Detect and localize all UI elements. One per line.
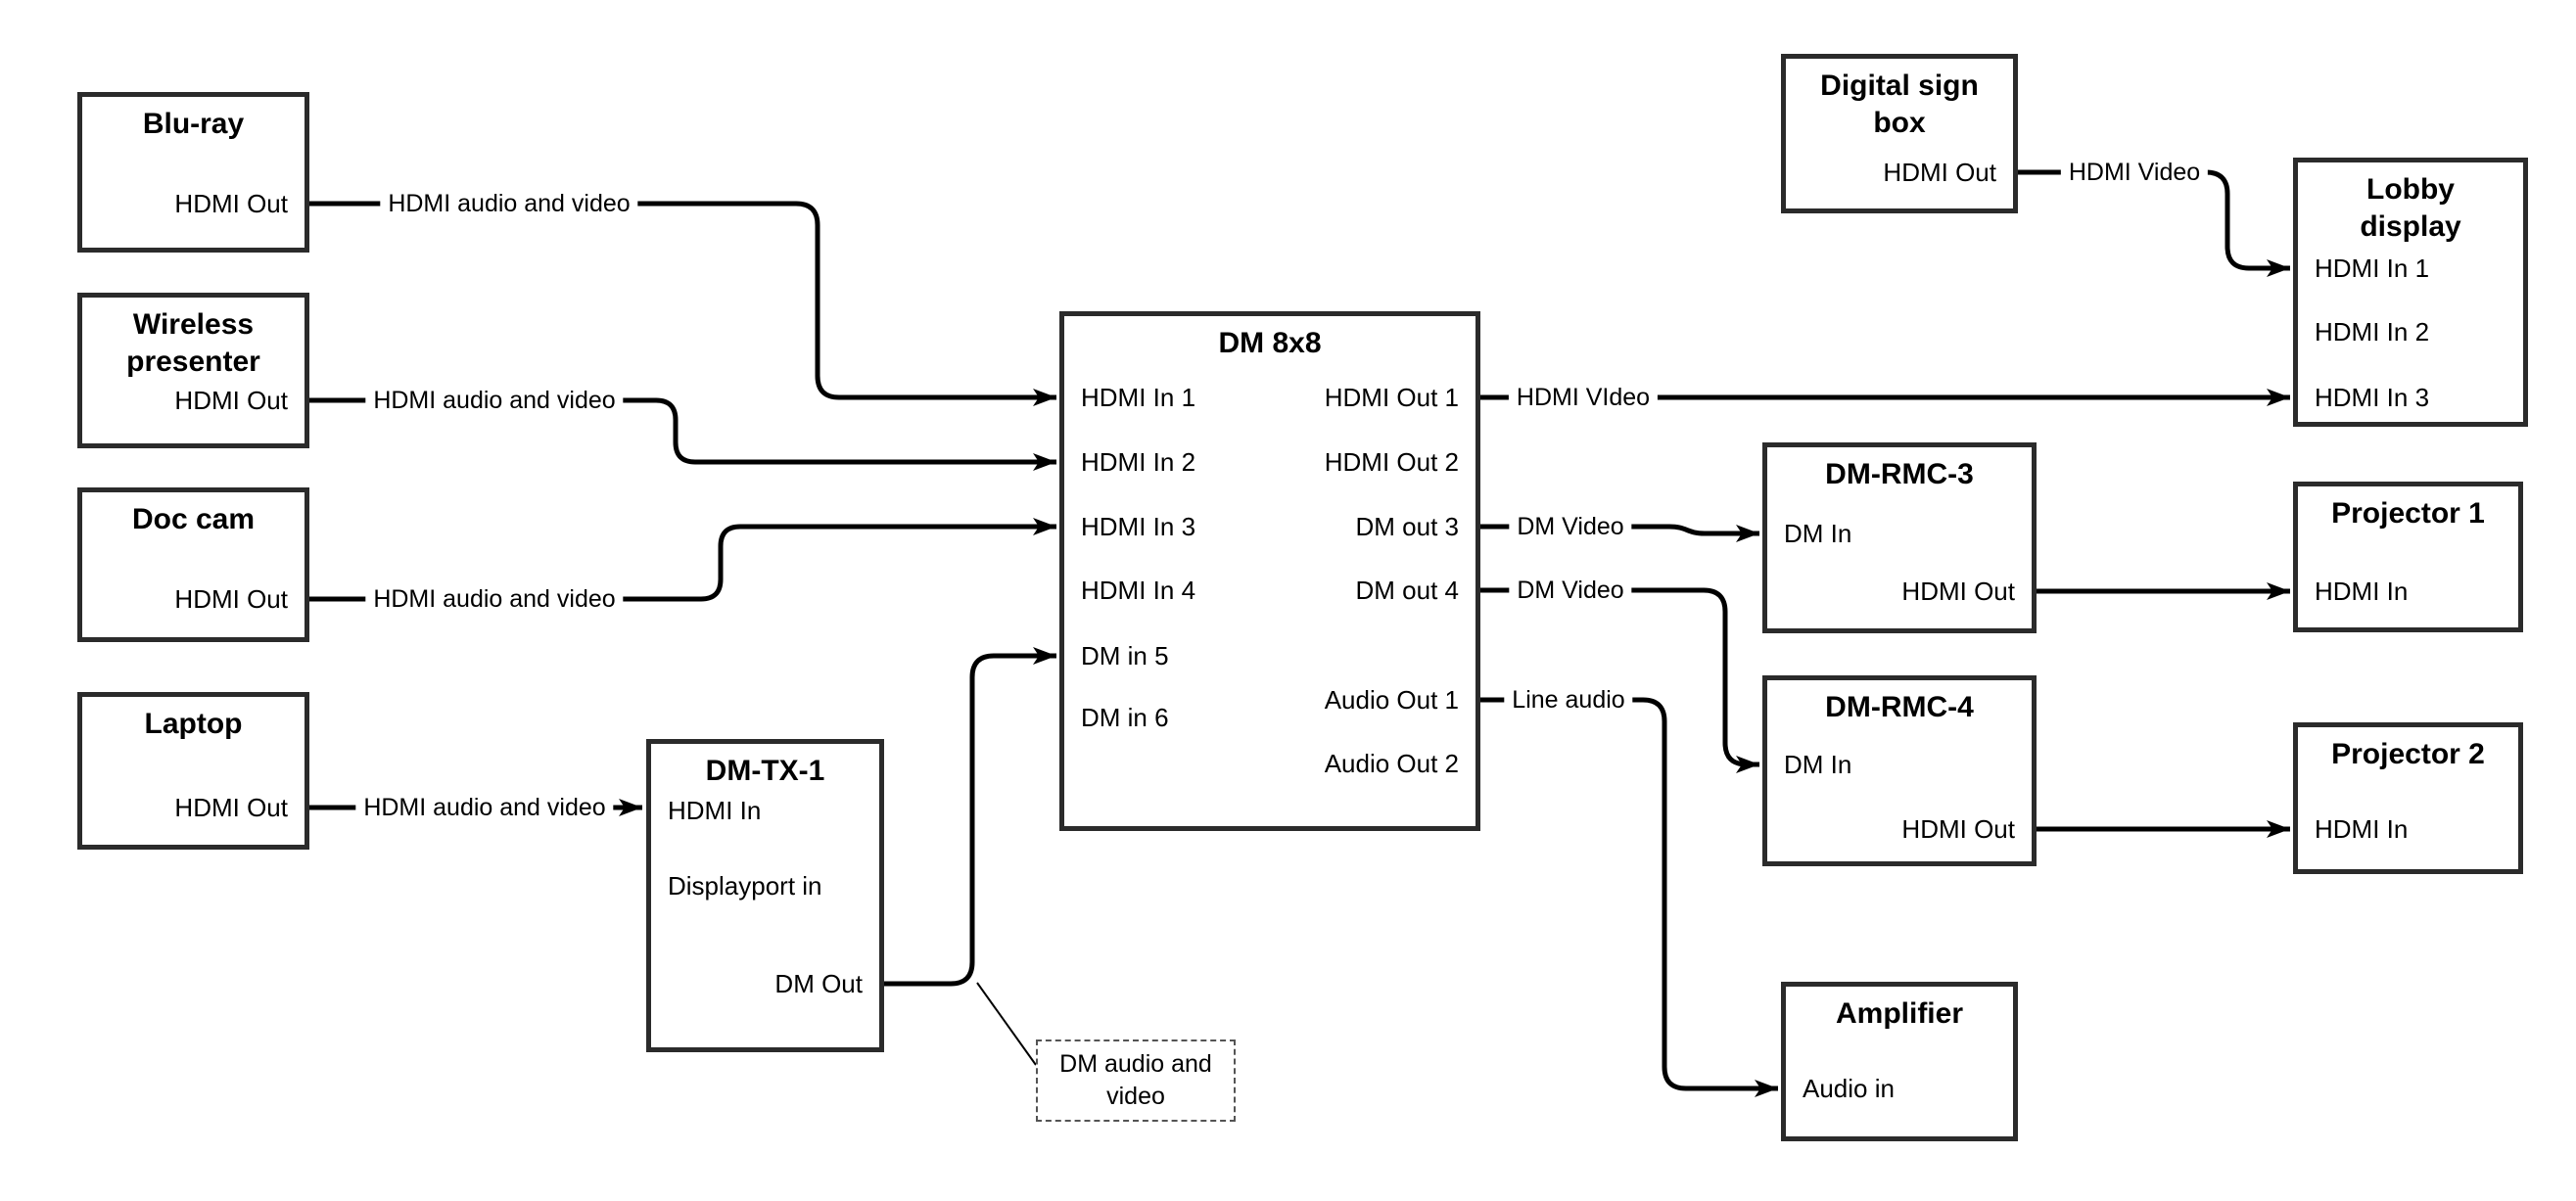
port-lobby-display-hdmi-in-3: HDMI In 3 <box>2315 383 2430 412</box>
port-lobby-display-hdmi-in-1: HDMI In 1 <box>2315 254 2430 283</box>
edge-digitalsign-to-lobby-in1 <box>2018 169 2290 277</box>
node-title-laptop: Laptop <box>144 708 243 740</box>
node-doc-cam <box>77 487 309 642</box>
node-dm-8x8 <box>1059 311 1480 831</box>
port-dm-8x8-dm-out-4: DM out 4 <box>1355 576 1460 605</box>
node-projector-2 <box>2293 722 2523 874</box>
port-dm-8x8-dm-in-6: DM in 6 <box>1081 703 1169 732</box>
edge-label-dm8x8-out1-to-lobby-in3: HDMI VIdeo <box>1508 383 1659 412</box>
edge-bluray-to-dm8x8-in1 <box>309 201 1056 406</box>
edge-wireless-to-dm8x8-in2 <box>309 397 1056 471</box>
node-digital-sign-box <box>1781 54 2018 213</box>
node-dm-rmc-4 <box>1762 675 2037 866</box>
port-dm-8x8-hdmi-in-1: HDMI In 1 <box>1081 383 1196 412</box>
node-title-projector-2: Projector 2 <box>2331 738 2485 770</box>
port-dm-8x8-hdmi-out-1: HDMI Out 1 <box>1324 383 1459 412</box>
node-title-dm-rmc-3: DM-RMC-3 <box>1825 458 1974 490</box>
edge-label-dm8x8-out4-to-rmc4: DM Video <box>1509 576 1632 605</box>
port-dm-8x8-hdmi-in-3: HDMI In 3 <box>1081 512 1196 541</box>
port-dm-tx-1-hdmi-in: HDMI In <box>668 796 762 825</box>
edge-label-doccam-to-dm8x8-in3: HDMI audio and video <box>365 584 624 614</box>
port-bluray-hdmi-out: HDMI Out <box>174 189 288 218</box>
edge-doccam-to-dm8x8-in3 <box>309 518 1056 602</box>
annotation-dm-audio-video: DM audio and video <box>1036 1039 1236 1122</box>
port-dm-8x8-hdmi-in-4: HDMI In 4 <box>1081 576 1196 605</box>
port-dm-8x8-hdmi-in-2: HDMI In 2 <box>1081 447 1196 477</box>
node-dm-tx-1 <box>646 739 884 1052</box>
port-lobby-display-hdmi-in-2: HDMI In 2 <box>2315 317 2430 346</box>
port-dm-8x8-audio-out-2: Audio Out 2 <box>1324 749 1459 778</box>
port-digital-sign-box-hdmi-out: HDMI Out <box>1883 158 1996 187</box>
port-wireless-presenter-hdmi-out: HDMI Out <box>174 386 288 415</box>
port-dm-8x8-dm-in-5: DM in 5 <box>1081 641 1169 670</box>
port-dm-tx-1-dm-out: DM Out <box>774 969 863 998</box>
edge-label-dm8x8-out3-to-rmc3: DM Video <box>1509 512 1632 541</box>
node-bluray <box>77 92 309 253</box>
node-laptop <box>77 692 309 850</box>
node-title-projector-1: Projector 1 <box>2331 497 2485 530</box>
port-doc-cam-hdmi-out: HDMI Out <box>174 584 288 614</box>
edge-label-digitalsign-to-lobby-in1: HDMI Video <box>2060 158 2209 187</box>
node-amplifier <box>1781 982 2018 1141</box>
node-title-wireless-presenter: Wireless presenter <box>126 308 260 378</box>
node-title-digital-sign-box: Digital sign box <box>1820 69 1979 139</box>
edge-dm8x8-out4-to-rmc4 <box>1480 587 1759 773</box>
port-dm-8x8-audio-out-1: Audio Out 1 <box>1324 685 1459 715</box>
node-projector-1 <box>2293 482 2523 632</box>
node-wireless-presenter <box>77 293 309 448</box>
node-title-dm-rmc-4: DM-RMC-4 <box>1825 691 1974 723</box>
port-dm-rmc-4-dm-in: DM In <box>1784 750 1852 779</box>
node-title-doc-cam: Doc cam <box>131 503 256 535</box>
node-title-lobby-display: Lobby display <box>2360 173 2461 243</box>
port-dm-rmc-3-dm-in: DM In <box>1784 519 1852 548</box>
node-title-dm-tx-1: DM-TX-1 <box>705 755 825 787</box>
port-laptop-hdmi-out: HDMI Out <box>174 793 288 822</box>
node-title-amplifier: Amplifier <box>1835 997 1964 1030</box>
port-projector-2-hdmi-in: HDMI In <box>2315 814 2409 844</box>
node-dm-rmc-3 <box>1762 442 2037 633</box>
edge-dm8x8-audio1-to-amplifier <box>1480 697 1778 1097</box>
port-dm-rmc-4-hdmi-out: HDMI Out <box>1901 814 2015 844</box>
port-dm-8x8-dm-out-3: DM out 3 <box>1355 512 1460 541</box>
edge-label-dm8x8-audio1-to-amplifier: Line audio <box>1504 685 1633 715</box>
edge-label-laptop-to-dmtx1: HDMI audio and video <box>355 793 614 822</box>
port-dm-8x8-hdmi-out-2: HDMI Out 2 <box>1324 447 1459 477</box>
edge-dmtx1-to-dm8x8-in5 <box>884 647 1056 987</box>
port-amplifier-audio-in: Audio in <box>1803 1074 1895 1103</box>
node-title-dm-8x8: DM 8x8 <box>1218 327 1322 359</box>
edge-label-wireless-to-dm8x8-in2: HDMI audio and video <box>365 386 624 415</box>
port-dm-rmc-3-hdmi-out: HDMI Out <box>1901 577 2015 606</box>
port-dm-tx-1-displayport-in: Displayport in <box>668 871 822 901</box>
node-lobby-display <box>2293 158 2528 427</box>
edge-dm8x8-out3-to-rmc3 <box>1480 524 1759 542</box>
port-projector-1-hdmi-in: HDMI In <box>2315 577 2409 606</box>
node-title-bluray: Blu-ray <box>142 108 245 140</box>
edge-label-bluray-to-dm8x8-in1: HDMI audio and video <box>380 189 638 218</box>
annotation-leader-line <box>976 982 1037 1066</box>
